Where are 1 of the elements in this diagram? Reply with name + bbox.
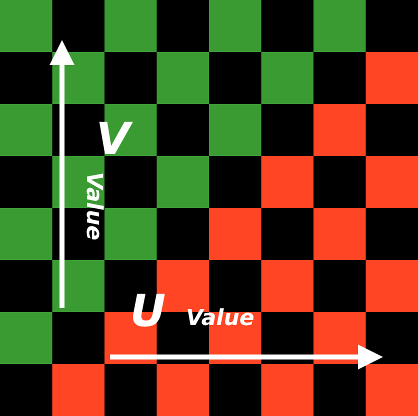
- axis-label: Value: [82, 172, 104, 240]
